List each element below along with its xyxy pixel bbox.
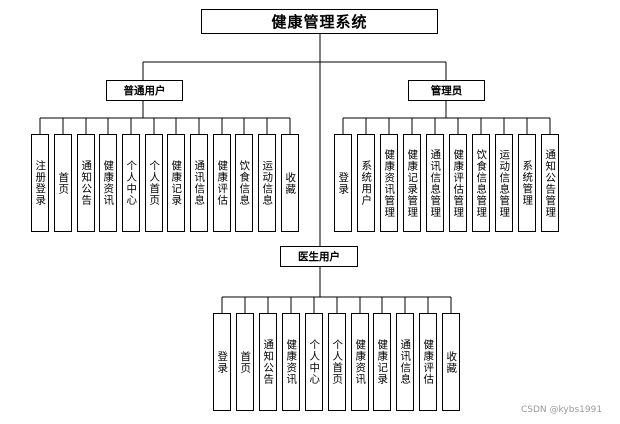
ordinary-leaf: 个人中心 xyxy=(122,134,140,232)
ordinary-leaf: 注册登录 xyxy=(31,134,49,232)
ordinary-leaf: 首页 xyxy=(54,134,72,232)
root-node: 健康管理系统 xyxy=(201,9,438,34)
category-ordinary-user: 普通用户 xyxy=(106,80,183,101)
category-doctor-user: 医生用户 xyxy=(280,246,358,267)
admin-leaf: 登录 xyxy=(334,134,352,232)
admin-leaf: 系统管理 xyxy=(518,134,536,232)
doctor-leaf: 健康资讯 xyxy=(351,313,369,411)
category-admin: 管理员 xyxy=(408,80,485,101)
ordinary-leaf: 运动信息 xyxy=(258,134,276,232)
doctor-leaf: 个人中心 xyxy=(305,313,323,411)
admin-leaf: 运动信息管理 xyxy=(495,134,513,232)
doctor-leaf: 健康评估 xyxy=(419,313,437,411)
doctor-leaf: 健康记录 xyxy=(373,313,391,411)
doctor-leaf: 通讯信息 xyxy=(396,313,414,411)
ordinary-leaf: 饮食信息 xyxy=(235,134,253,232)
admin-leaf: 健康记录管理 xyxy=(403,134,421,232)
admin-leaf: 通讯信息管理 xyxy=(426,134,444,232)
ordinary-leaf: 通讯信息 xyxy=(190,134,208,232)
admin-leaf: 健康评估管理 xyxy=(449,134,467,232)
doctor-leaf: 收藏 xyxy=(442,313,460,411)
admin-leaf: 通知公告管理 xyxy=(541,134,559,232)
ordinary-leaf: 收藏 xyxy=(281,134,299,232)
doctor-leaf: 个人首页 xyxy=(328,313,346,411)
doctor-leaf: 登录 xyxy=(213,313,231,411)
doctor-leaf: 通知公告 xyxy=(259,313,277,411)
admin-leaf: 系统用户 xyxy=(357,134,375,232)
doctor-leaf: 首页 xyxy=(236,313,254,411)
ordinary-leaf: 个人首页 xyxy=(145,134,163,232)
doctor-leaf: 健康资讯 xyxy=(282,313,300,411)
watermark: CSDN @kybs1991 xyxy=(521,405,603,415)
ordinary-leaf: 健康记录 xyxy=(167,134,185,232)
ordinary-leaf: 健康资讯 xyxy=(99,134,117,232)
ordinary-leaf: 健康评估 xyxy=(213,134,231,232)
admin-leaf: 饮食信息管理 xyxy=(472,134,490,232)
admin-leaf: 健康资讯管理 xyxy=(380,134,398,232)
ordinary-leaf: 通知公告 xyxy=(77,134,95,232)
